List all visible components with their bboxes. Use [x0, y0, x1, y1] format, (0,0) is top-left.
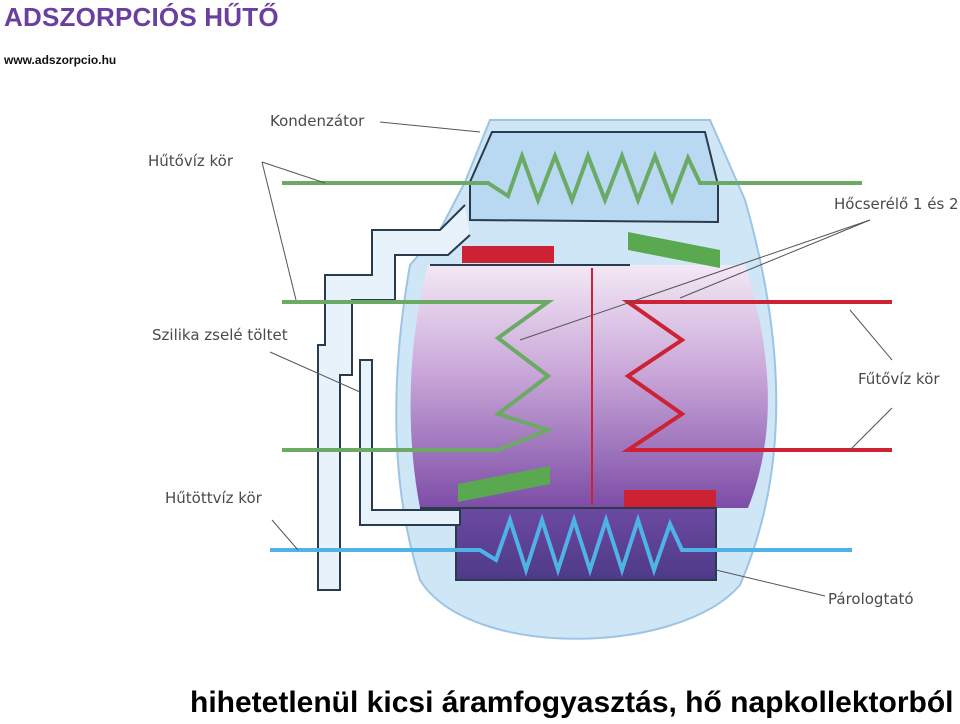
valve-red-bottom [624, 490, 716, 507]
footer-caption: hihetetlenül kicsi áramfogyasztás, hő na… [190, 686, 954, 719]
label-chilled-water: Hűtöttvíz kör [165, 489, 263, 507]
valve-green-bottom [458, 466, 550, 502]
cooling-water-adsorber-coil [282, 300, 555, 452]
label-condenser: Kondenzátor [270, 112, 365, 130]
label-silica-gel: Szilika zselé töltet [152, 326, 288, 344]
label-heating-water: Fűtővíz kör [858, 370, 940, 388]
chilled-water-evaporator-coil [270, 513, 852, 577]
website-url[interactable]: www.adszorpcio.hu [4, 53, 117, 67]
return-pipe [359, 359, 461, 526]
label-evaporator: Párologtató [828, 590, 914, 608]
heating-water-coil [621, 300, 892, 452]
valve-green-top [628, 232, 720, 268]
valve-red-top [462, 246, 554, 263]
evaporator-chamber [455, 507, 717, 581]
cooling-water-condenser-coil [282, 150, 862, 206]
label-heat-exchanger: Hőcserélő 1 és 2 [834, 195, 959, 213]
page-title: ADSZORPCIÓS HŰTŐ [4, 2, 279, 32]
leader-lines [261, 121, 893, 597]
label-cooling-water: Hűtővíz kör [148, 152, 234, 170]
